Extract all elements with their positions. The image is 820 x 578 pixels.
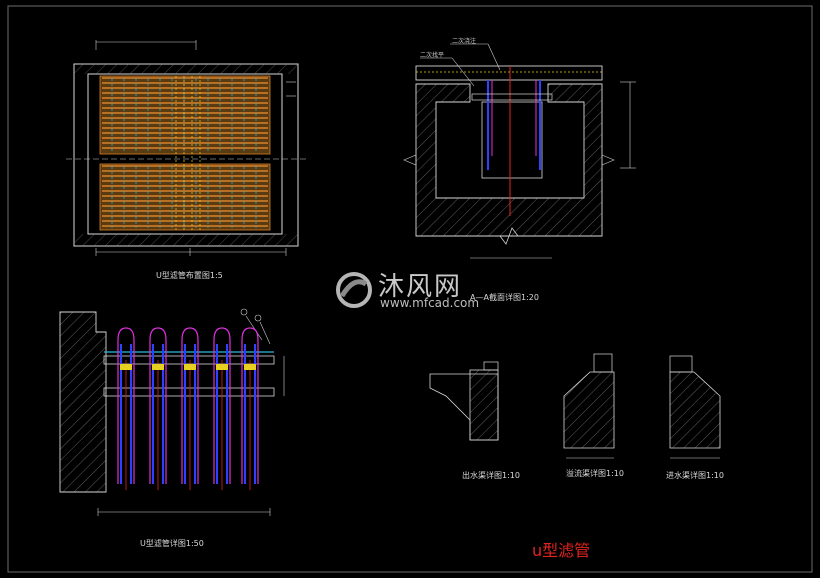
u-tube-detail-view bbox=[59, 308, 285, 516]
section-note-2: 二次找平 bbox=[420, 52, 445, 59]
watermark-url: www.mfcad.com bbox=[380, 296, 480, 310]
u-tube-clamp bbox=[244, 364, 256, 370]
plan-title: U型滤管布置图1:5 bbox=[156, 271, 223, 280]
sub-details-view bbox=[429, 353, 721, 459]
u-tube bbox=[181, 327, 199, 484]
u-tube bbox=[213, 327, 231, 484]
u-tube-clamp bbox=[184, 364, 196, 370]
u-tube bbox=[241, 327, 259, 484]
watermark-logo-icon bbox=[336, 272, 372, 308]
sub-detail-title-overflow: 溢流渠详图1:10 bbox=[566, 469, 624, 478]
plan-view bbox=[66, 40, 306, 256]
sheet-frame bbox=[7, 5, 813, 573]
u-tube-clamp bbox=[120, 364, 132, 370]
section-title: A—A截面详图1:20 bbox=[470, 293, 539, 302]
sub-detail-title-outlet: 出水渠详图1:10 bbox=[462, 471, 520, 480]
u-tube bbox=[149, 327, 167, 484]
sub-detail-title-inlet: 进水渠详图1:10 bbox=[666, 471, 724, 480]
watermark: 沐风网 www.mfcad.com bbox=[332, 266, 532, 316]
detail-title: U型滤管详图1:50 bbox=[140, 539, 204, 548]
section-note-1: 二次浇注 bbox=[452, 38, 477, 45]
u-tube-clamp bbox=[152, 364, 164, 370]
section-aa-view bbox=[403, 43, 636, 259]
u-tube-clamp bbox=[216, 364, 228, 370]
u-tube bbox=[117, 327, 135, 484]
caption: u型滤管 bbox=[532, 541, 591, 560]
watermark-brand: 沐风网 bbox=[378, 272, 463, 302]
